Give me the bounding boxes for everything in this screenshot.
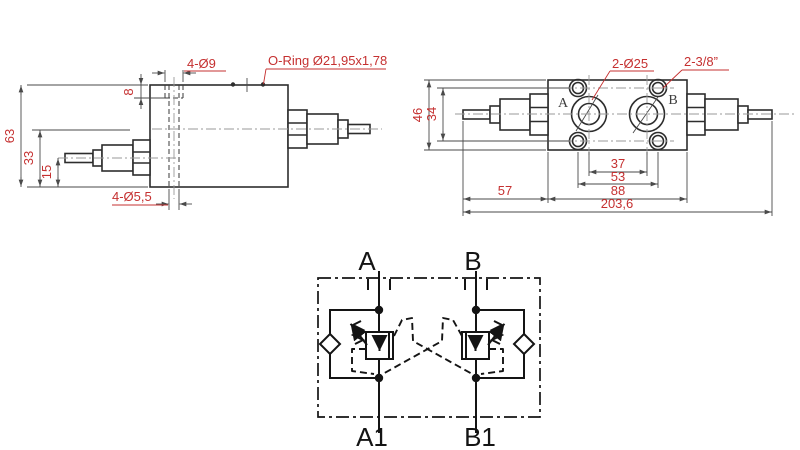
hydraulic-schematic: A B A1 B1 (317, 246, 541, 450)
adjustment-arrow (487, 323, 506, 346)
port-b-letter: B (668, 93, 677, 108)
adjuster-body (499, 98, 531, 131)
right-adjuster-top (686, 93, 773, 136)
adjuster-stem (747, 109, 773, 120)
dimension-lines (424, 79, 773, 216)
adjuster-step (489, 105, 501, 124)
centerlines-top (455, 75, 795, 155)
dim-34-label: 34 (424, 107, 439, 121)
dim-63-label: 63 (2, 129, 17, 143)
dim-53-label: 53 (611, 169, 625, 184)
port-slash-lines (575, 94, 659, 134)
hex-flat-lines (530, 106, 548, 123)
junction-dots (374, 305, 481, 383)
hex-flat-lines (133, 151, 150, 164)
front-view: 63 33 15 8 4-Ø9 O-Ring Ø21,95x1,78 4-Ø5,… (2, 53, 387, 210)
counterbalance-valve-right (461, 320, 536, 360)
adjuster-body (704, 98, 739, 131)
centerlines-front (58, 77, 382, 199)
label-2-d25: 2-Ø25 (612, 56, 648, 71)
label-oring: O-Ring Ø21,95x1,78 (268, 53, 387, 68)
dim-15-label: 15 (39, 165, 54, 179)
dimension-lines (20, 70, 184, 210)
junction-dot (471, 305, 481, 315)
drain-loop-left (351, 348, 375, 375)
label-2-38in: 2-3/8” (684, 54, 718, 69)
counterbalance-valve-left (318, 320, 394, 360)
lower-adjuster-front (64, 139, 151, 176)
label-4-d9: 4-Ø9 (187, 56, 216, 71)
dim-33-label: 33 (21, 151, 36, 165)
dim-2036-label: 203,6 (601, 196, 634, 211)
adjuster-hex-nut (132, 139, 151, 176)
dim-57-label: 57 (498, 183, 512, 198)
adjuster-hex-nut (686, 93, 706, 136)
schematic-port-b1-label: B1 (464, 422, 496, 450)
dim-88-label: 88 (611, 183, 625, 198)
junction-dot (374, 373, 384, 383)
dimensions-top: 46 34 37 53 57 88 203,6 (410, 79, 773, 216)
adjuster-step (737, 105, 749, 124)
labels-front: 4-Ø9 O-Ring Ø21,95x1,78 4-Ø5,5 (112, 53, 387, 206)
junction-dot (374, 305, 384, 315)
dim-37-label: 37 (611, 156, 625, 171)
check-valve-branches (329, 309, 525, 379)
valve-body-top (547, 78, 688, 151)
oring-groove-dot-right (260, 82, 266, 87)
label-4-d55: 4-Ø5,5 (112, 189, 152, 204)
dim-8-label: 8 (121, 88, 136, 95)
adjuster-stem (462, 109, 491, 120)
hex-flat-lines (687, 106, 705, 123)
schematic-port-a-label: A (358, 246, 376, 276)
check-valve-symbol (512, 332, 536, 356)
labels-top: 2-Ø25 2-3/8” (591, 54, 729, 101)
pilot-cross-line-left (393, 317, 475, 376)
adjuster-hex-nut (529, 93, 549, 136)
dim-46-label: 46 (410, 108, 425, 122)
junction-dot (471, 373, 481, 383)
drain-loop-right (480, 348, 504, 375)
port-a-letter: A (558, 96, 569, 111)
pilot-lines (351, 317, 504, 376)
check-valve-symbol (318, 332, 342, 356)
schematic-boundary (317, 277, 541, 418)
valve-body-front (149, 82, 289, 188)
adjustment-arrow (349, 323, 368, 346)
valve-block-front (149, 84, 289, 188)
left-adjuster-top (462, 93, 549, 136)
schematic-port-b-label: B (464, 246, 481, 276)
hex-flat-lines (288, 122, 307, 136)
pilot-cross-line-right (380, 317, 463, 376)
label-leader-lines (112, 68, 386, 206)
port-connection-ticks (367, 279, 488, 290)
label-leader-lines (591, 69, 729, 101)
top-view: A B 46 34 37 53 57 88 203,6 (410, 54, 795, 216)
dimensions-front: 63 33 15 8 (2, 70, 196, 210)
schematic-port-a1-label: A1 (356, 422, 388, 450)
oring-groove-dot-left (230, 82, 236, 87)
